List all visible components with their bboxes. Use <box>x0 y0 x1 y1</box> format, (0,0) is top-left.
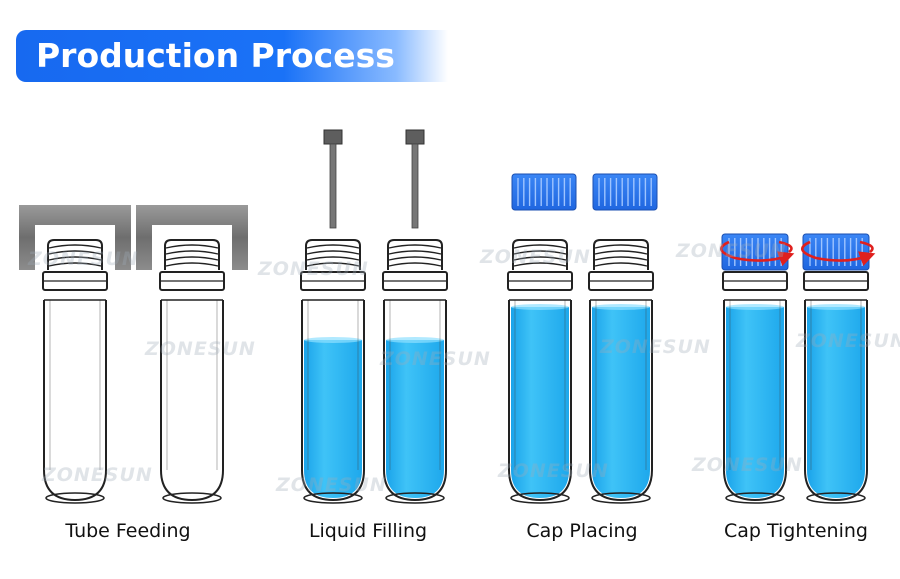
liquid-surface <box>304 337 362 343</box>
tube <box>588 173 658 504</box>
thread-line <box>388 244 442 249</box>
tube-body <box>301 300 365 502</box>
tube-neck <box>164 239 220 270</box>
tube-body <box>43 300 107 502</box>
thread-line <box>594 250 648 255</box>
thread-line <box>165 262 219 267</box>
liquid <box>726 307 784 498</box>
tube-base <box>806 492 866 504</box>
page-title: Production Process <box>36 36 395 75</box>
thread-line <box>48 262 102 267</box>
tube-body <box>723 300 787 502</box>
thread-line <box>594 256 648 261</box>
liquid-surface <box>726 304 784 310</box>
thread-line <box>513 256 567 261</box>
thread-line <box>165 244 219 249</box>
stage-label-cap-placing: Cap Placing <box>526 520 638 542</box>
tube <box>19 205 131 504</box>
cap <box>721 233 789 271</box>
tube-base <box>162 492 222 504</box>
thread-line <box>388 250 442 255</box>
tube-neck <box>387 239 443 270</box>
tube-base <box>725 492 785 504</box>
liquid-surface <box>592 304 650 310</box>
tube <box>300 129 366 504</box>
thread-line <box>388 256 442 261</box>
tube-body <box>804 300 868 502</box>
stage-label-cap-tightening: Cap Tightening <box>724 520 868 542</box>
thread-line <box>513 262 567 267</box>
tube-base <box>385 492 445 504</box>
tube-holder-bracket <box>19 205 131 270</box>
tube-neck <box>593 239 649 270</box>
liquid <box>386 340 444 498</box>
rotation-arrow <box>859 240 874 254</box>
thread-line <box>165 250 219 255</box>
tube-body <box>383 300 447 502</box>
tube-base <box>303 492 363 504</box>
thread-line <box>306 262 360 267</box>
liquid-surface <box>386 337 444 343</box>
tube-neck <box>47 239 103 270</box>
stage-label-liquid-filling: Liquid Filling <box>308 520 428 542</box>
rotation-arrow <box>720 240 795 266</box>
tube-body <box>508 300 572 502</box>
filling-nozzle-head <box>323 129 343 145</box>
tube <box>720 233 795 504</box>
liquid <box>592 307 650 498</box>
thread-line <box>594 262 648 267</box>
thread-line <box>306 250 360 255</box>
tube-base <box>510 492 570 504</box>
cap <box>802 233 870 271</box>
tube-base <box>591 492 651 504</box>
filling-nozzle-head <box>405 129 425 145</box>
liquid-surface <box>511 304 569 310</box>
filling-nozzle-needle <box>329 143 337 229</box>
thread-line <box>513 250 567 255</box>
rotation-arrow <box>801 240 876 266</box>
tube <box>801 233 876 504</box>
liquid-surface <box>807 304 865 310</box>
thread-line <box>48 250 102 255</box>
cap <box>592 173 658 211</box>
filling-nozzle-needle <box>411 143 419 229</box>
title-banner: Production Process <box>16 30 448 82</box>
liquid <box>511 307 569 498</box>
tube-neck <box>305 239 361 270</box>
thread-line <box>48 256 102 261</box>
tube <box>136 205 248 504</box>
thread-line <box>165 256 219 261</box>
thread-line <box>388 262 442 267</box>
thread-line <box>513 244 567 249</box>
cap <box>511 173 577 211</box>
thread-line <box>306 244 360 249</box>
liquid <box>304 340 362 498</box>
thread-line <box>48 244 102 249</box>
tube <box>382 129 448 504</box>
rotation-arrow <box>778 240 793 254</box>
tube-base <box>45 492 105 504</box>
tube-body <box>589 300 653 502</box>
thread-line <box>594 244 648 249</box>
tube-neck <box>512 239 568 270</box>
liquid <box>807 307 865 498</box>
tube-holder-bracket <box>136 205 248 270</box>
stage-label-tube-feeding: Tube Feeding <box>65 520 191 542</box>
tube <box>507 173 577 504</box>
tube-body <box>160 300 224 502</box>
thread-line <box>306 256 360 261</box>
